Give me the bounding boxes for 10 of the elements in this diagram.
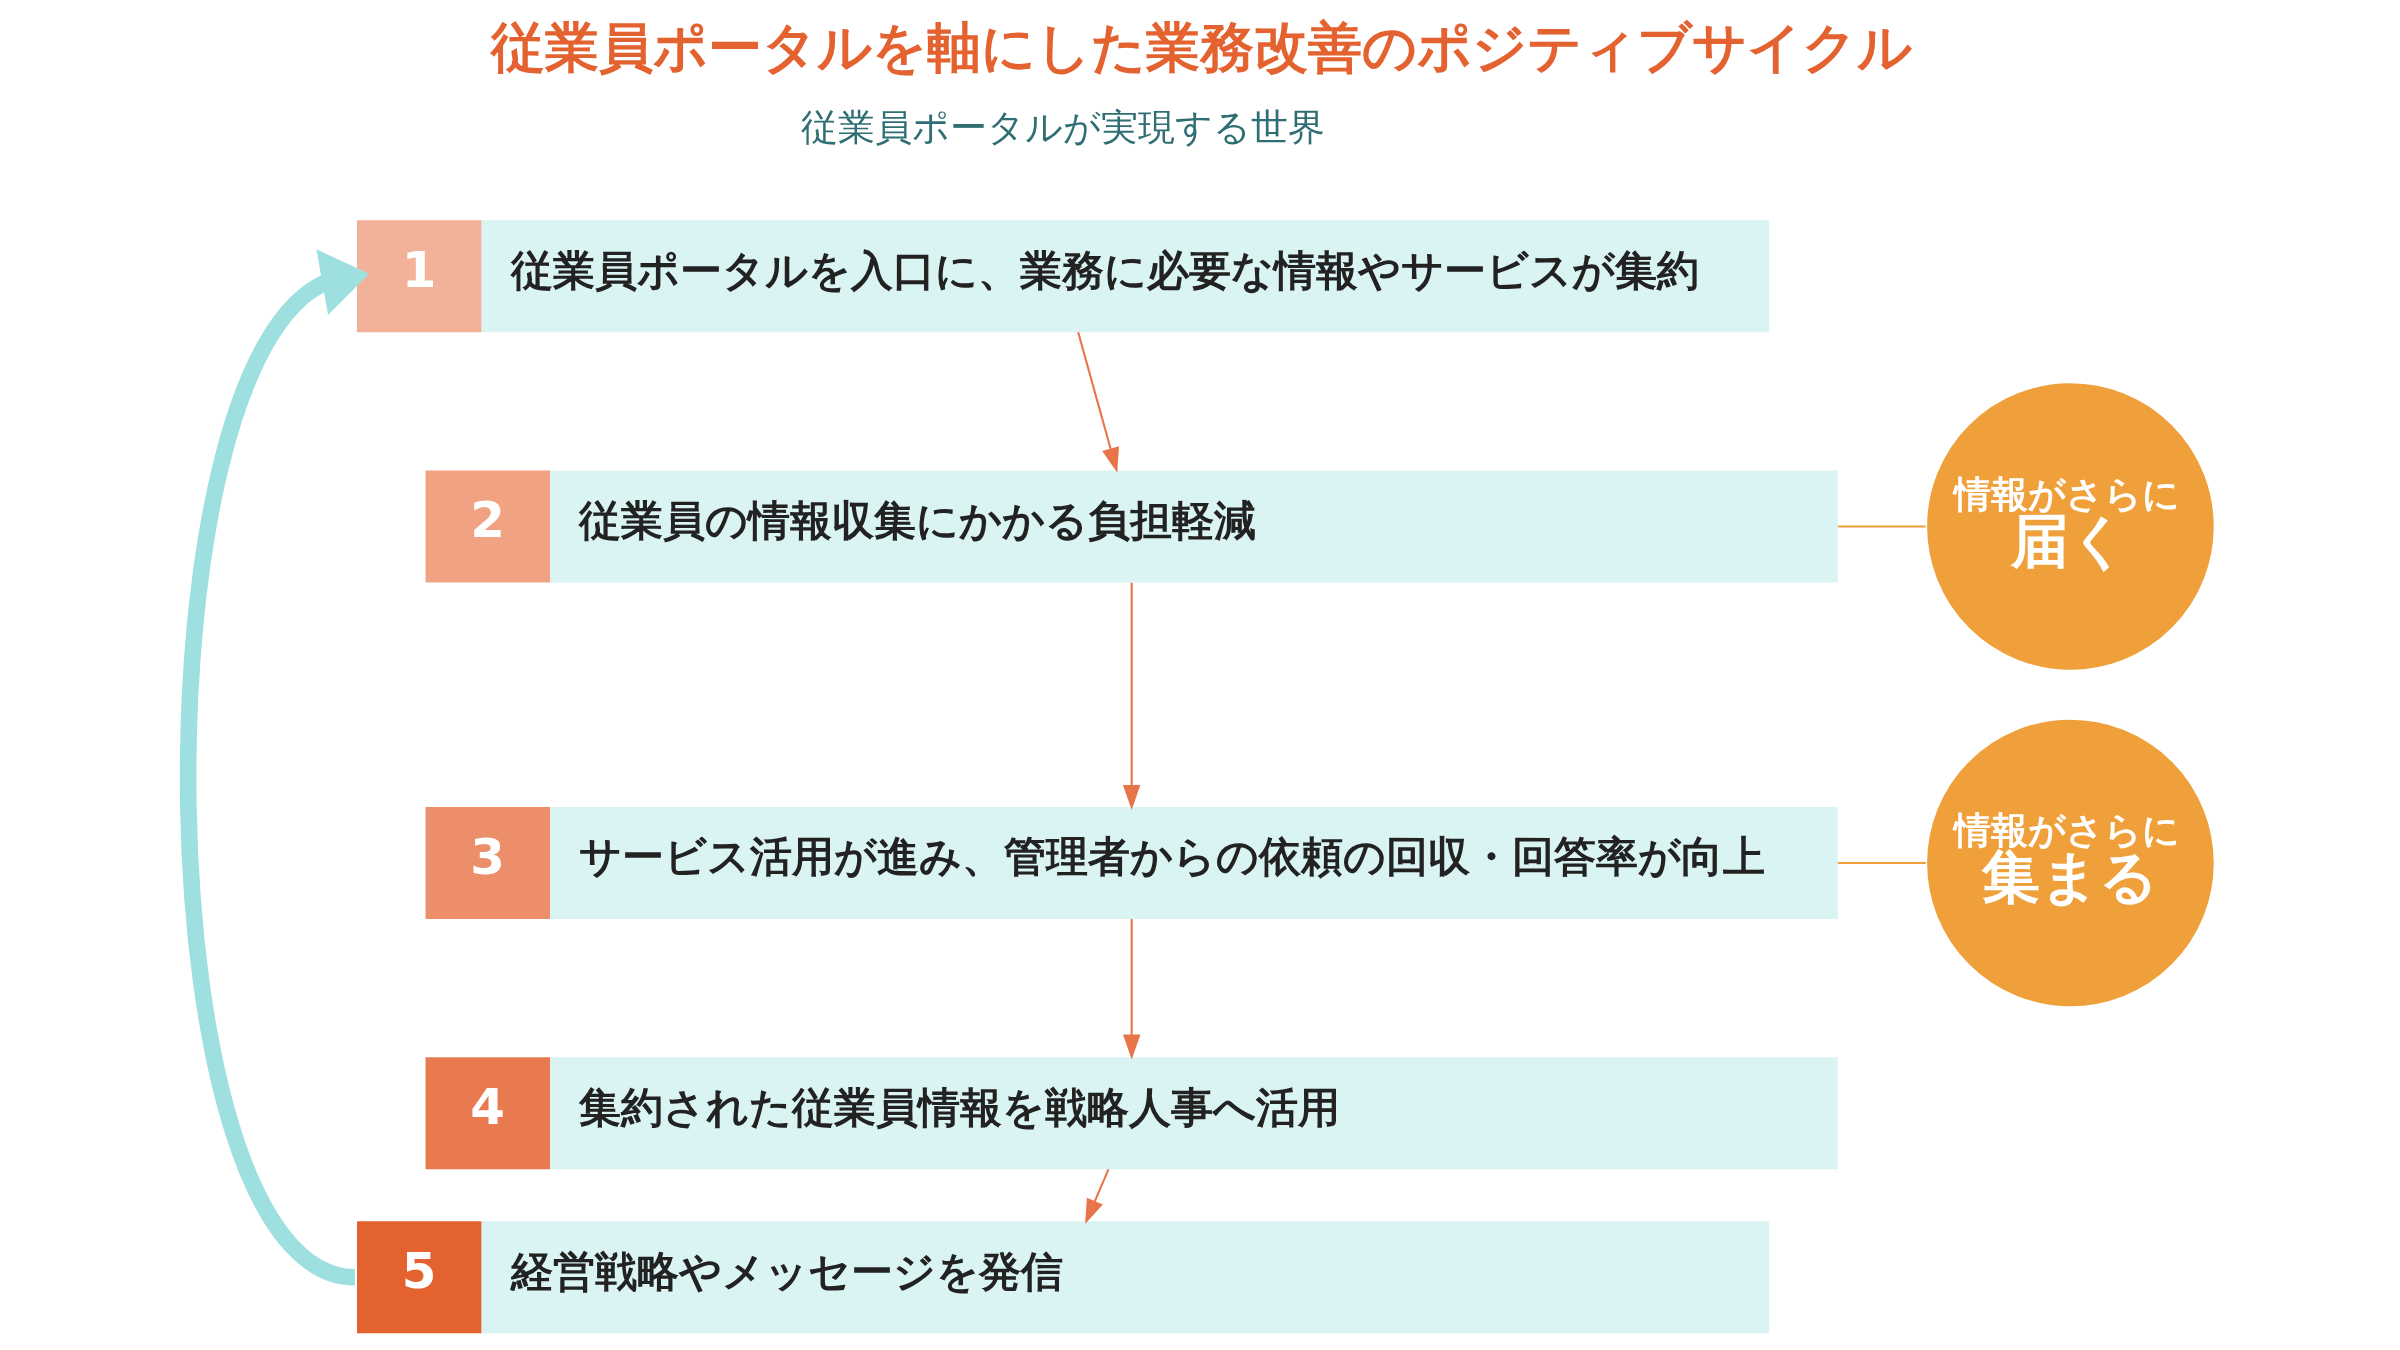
node-circle: 情報がさらに 届く — [1927, 383, 2214, 670]
diagram-title: 従業員ポータルを軸にした業務改善のポジティブサイクル — [490, 16, 1912, 80]
arrow — [1085, 1169, 1110, 1225]
connector — [1837, 861, 1926, 864]
node-circle: 情報がさらに 集まる — [1927, 719, 2214, 1007]
arrow — [1122, 919, 1141, 1060]
connector — [1837, 525, 1926, 528]
label: 従業員ポータルが実現する世界 — [801, 105, 1326, 149]
arrow — [1077, 332, 1119, 473]
arrow — [1122, 582, 1141, 810]
